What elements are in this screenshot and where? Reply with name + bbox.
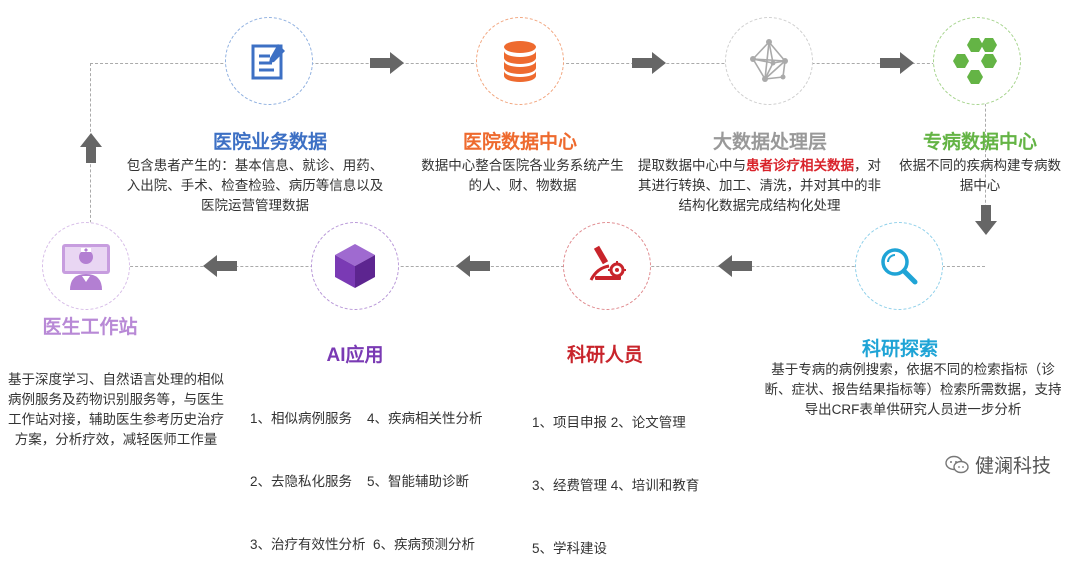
arrow-left-icon xyxy=(718,255,752,277)
microscope-icon xyxy=(589,245,626,281)
ai-app-node xyxy=(311,222,399,310)
arrow-up-icon xyxy=(80,133,102,163)
magnifier-icon xyxy=(881,248,918,285)
big-data-title: 大数据处理层 xyxy=(712,132,827,153)
doctor-icon xyxy=(62,244,110,290)
ai-app-title: AI应用 xyxy=(326,345,384,366)
disease-center-title: 专病数据中心 xyxy=(922,132,1037,153)
doctor-station-title: 医生工作站 xyxy=(42,317,138,338)
research-search-title: 科研探索 xyxy=(861,339,938,360)
wechat-icon xyxy=(945,455,969,473)
watermark: 健澜科技 xyxy=(945,451,1051,478)
watermark-text: 健澜科技 xyxy=(974,456,1051,477)
ai-app-list: 1、相似病例服务 4、疾病相关性分析 2、去隐私化服务 5、智能辅助诊断 3、治… xyxy=(250,366,483,576)
hospital-data-desc: 包含患者产生的：基本信息、就诊、用药、入出院、手术、检查检验、病历等信息以及医院… xyxy=(126,158,384,213)
arrow-left-icon xyxy=(203,255,237,277)
doctor-station-node xyxy=(42,222,130,310)
disease-center-node xyxy=(933,17,1021,105)
hexagon-cluster-icon xyxy=(953,38,997,84)
data-center-title: 医院数据中心 xyxy=(462,132,577,153)
document-edit-icon xyxy=(251,44,285,80)
disease-center-desc: 依据不同的疾病构建专病数据中心 xyxy=(899,158,1061,193)
data-center-node xyxy=(476,17,564,105)
data-center-desc: 数据中心整合医院各业务系统产生的人、财、物数据 xyxy=(421,158,624,193)
ai-app-item: 1、相似病例服务 4、疾病相关性分析 xyxy=(250,411,483,426)
research-search-node xyxy=(855,222,943,310)
big-data-node xyxy=(725,17,813,105)
big-data-desc-highlight: 患者诊疗相关数据 xyxy=(746,158,854,173)
arrow-right-icon xyxy=(632,52,666,74)
researchers-list: 1、项目申报 2、论文管理 3、经费管理 4、培训和教育 5、学科建设 xyxy=(532,370,699,580)
database-icon xyxy=(504,41,536,82)
researchers-title: 科研人员 xyxy=(566,345,643,366)
big-data-desc-pre: 提取数据中心中与 xyxy=(638,158,746,173)
big-data-desc: 提取数据中心中与患者诊疗相关数据，对其进行转换、加工、清洗，并对其中的非结构化数… xyxy=(632,156,887,216)
ai-app-item: 3、治疗有效性分析 6、疾病预测分析 xyxy=(250,537,476,552)
arrow-right-icon xyxy=(880,52,914,74)
ai-app-item: 2、去隐私化服务 5、智能辅助诊断 xyxy=(250,474,470,489)
arrow-right-icon xyxy=(370,52,404,74)
researchers-item: 1、项目申报 2、论文管理 xyxy=(532,415,686,430)
hospital-data-title: 医院业务数据 xyxy=(212,132,327,153)
arrow-down-icon xyxy=(975,205,997,235)
big-data-desc-post: ， xyxy=(854,158,868,173)
researchers-item: 5、学科建设 xyxy=(532,541,608,556)
network-icon xyxy=(750,39,788,82)
researchers-item: 3、经费管理 4、培训和教育 xyxy=(532,478,700,493)
hospital-data-node xyxy=(225,17,313,105)
cube-icon xyxy=(335,244,375,288)
researchers-node xyxy=(563,222,651,310)
big-data-desc-rest: 对其进行转换、加工、清洗，并对其中的非结构化数据完成结构化处理 xyxy=(638,158,881,213)
doctor-station-desc: 基于深度学习、自然语言处理的相似病例服务及药物识别服务等，与医生工作站对接，辅助… xyxy=(8,372,224,447)
flow-path-bottom xyxy=(90,266,985,267)
flow-path-right xyxy=(985,63,986,228)
research-search-desc: 基于专病的病例搜索，依据不同的检索指标（诊断、症状、报告结果指标等）检索所需数据… xyxy=(764,362,1062,417)
arrow-left-icon xyxy=(456,255,490,277)
